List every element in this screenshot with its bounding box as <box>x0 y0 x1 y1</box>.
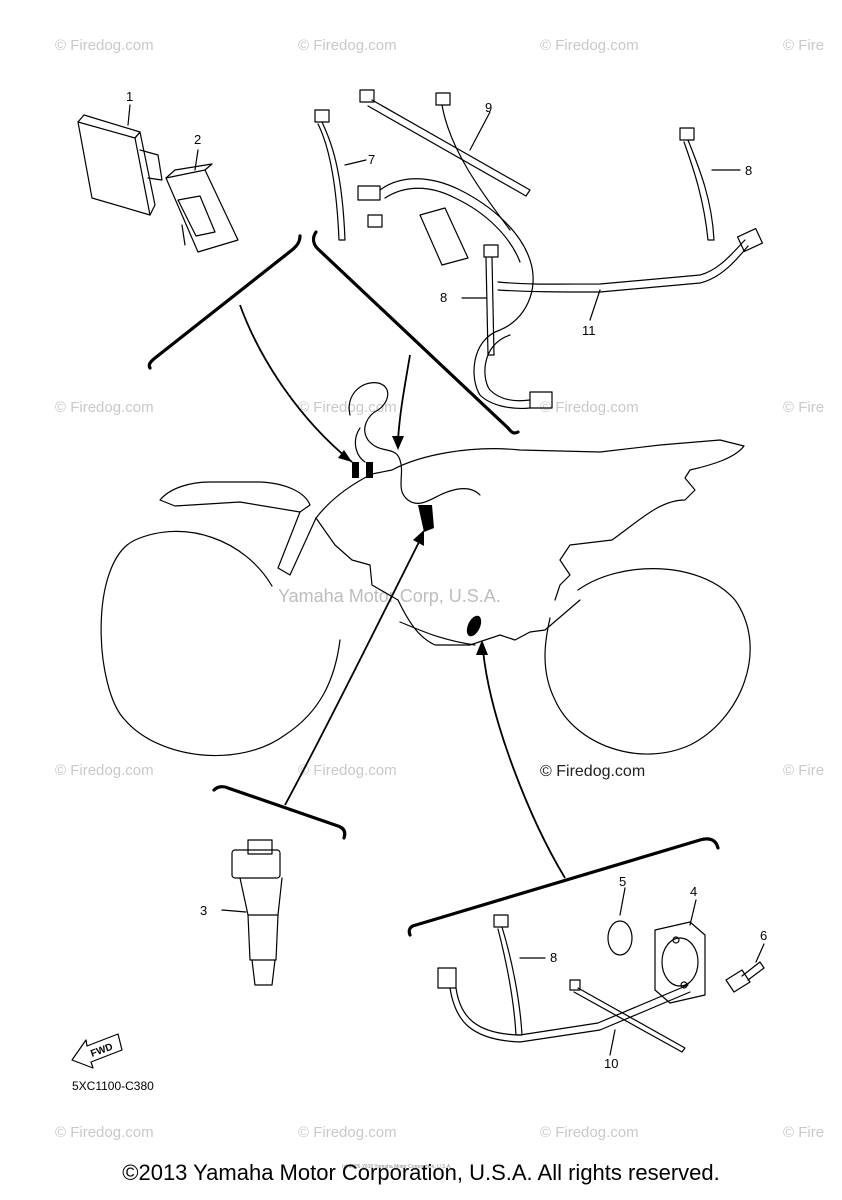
callout-7: 7 <box>368 152 375 167</box>
group-brackets <box>147 230 720 937</box>
watermark: © Fire <box>783 37 824 54</box>
callout-11: 10 <box>604 1056 618 1071</box>
bike-connector <box>352 462 359 478</box>
watermark: © Firedog.com <box>55 1124 154 1141</box>
callout-3: 3 <box>200 903 207 918</box>
bike-coil-mark <box>418 505 434 532</box>
part-code: 5XC1100-C380 <box>72 1079 154 1093</box>
motorcycle-outline <box>100 382 751 757</box>
watermark: © Firedog.com <box>298 1124 397 1141</box>
part-sensor-group: 5 4 6 8 10 <box>437 874 767 1071</box>
callout-2: 2 <box>194 132 201 147</box>
callout-9: 8 <box>440 290 447 305</box>
callout-4: 4 <box>690 884 697 899</box>
watermark-dark: © Firedog.com <box>540 763 645 780</box>
watermark-center: Yamaha Motor Corp, U.S.A. <box>278 586 501 606</box>
callout-12: 11 <box>582 323 596 338</box>
watermark: © Firedog.com <box>540 1124 639 1141</box>
watermark: © Firedog.com <box>55 37 154 54</box>
watermark: © Firedog.com <box>298 762 397 779</box>
callout-10: 9 <box>485 100 492 115</box>
callout-5: 5 <box>619 874 626 889</box>
callout-8: 8 <box>745 163 752 178</box>
watermark: © Fire <box>783 1124 824 1141</box>
copyright-notice: ©2013 Yamaha Motor Corporation, U.S.A. A… <box>122 1160 720 1185</box>
watermark: © Firedog.com <box>540 37 639 54</box>
watermark-grid: © Firedog.com © Firedog.com © Firedog.co… <box>55 37 824 1141</box>
callout-1: 1 <box>126 89 133 104</box>
watermark: © Firedog.com <box>298 399 397 416</box>
fwd-label: FWD <box>89 1042 114 1060</box>
callout-6: 6 <box>760 928 767 943</box>
watermark: © Firedog.com <box>540 399 639 416</box>
bike-connector <box>366 462 373 478</box>
watermark: © Fire <box>783 762 824 779</box>
forward-arrow: FWD <box>71 1033 123 1069</box>
part-ecu-group: 1 2 <box>77 89 239 253</box>
watermark: © Firedog.com <box>55 399 154 416</box>
watermark: © Fire <box>783 399 824 416</box>
callout-8-lower: 8 <box>550 950 557 965</box>
watermark: © Firedog.com <box>298 37 397 54</box>
watermark: © Firedog.com <box>55 762 154 779</box>
fine-print: (c) 2005-2016 Yamaha Motor Corporation, … <box>342 1164 452 1170</box>
part-harness-group: 7 9 8 8 11 <box>314 89 764 410</box>
bike-sensor-mark <box>466 615 482 637</box>
band-head <box>314 109 330 123</box>
part-ignition-coil: 3 <box>200 839 283 986</box>
